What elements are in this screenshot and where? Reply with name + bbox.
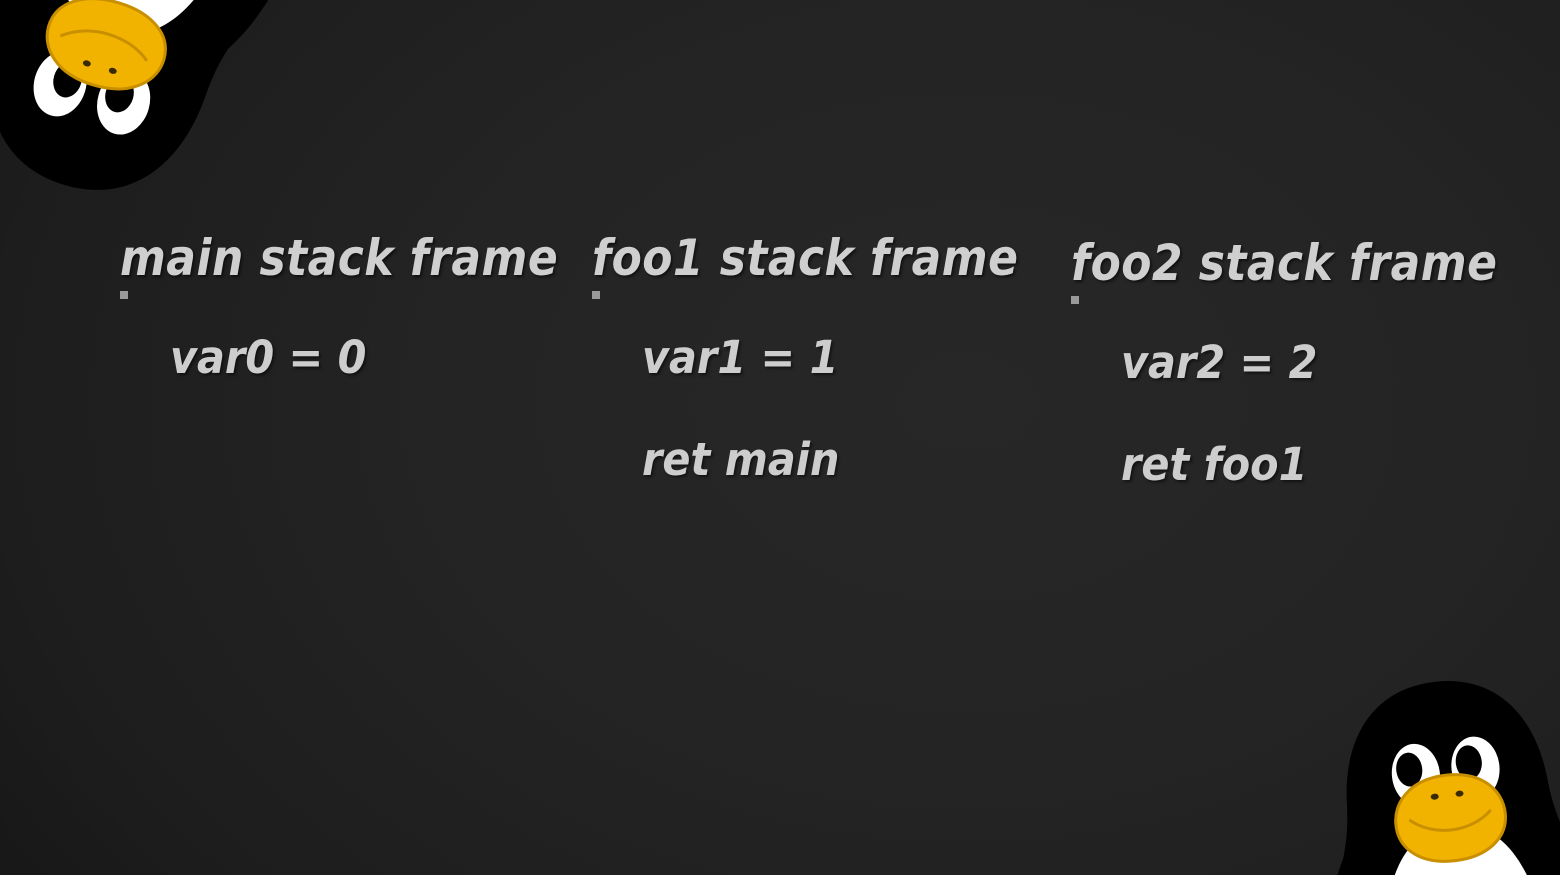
stack-frame-title-foo2: foo2 stack frame [1071,234,1498,292]
stack-frame-title-foo1: foo1 stack frame [592,229,1019,287]
stack-frame-entry: ret foo1 [1121,438,1308,491]
stack-frame-entry: ret main [642,433,840,486]
stack-frame-contents-foo1: var1 = 1 ret main [592,291,991,618]
stack-frame-entry: var2 = 2 [1121,336,1318,389]
stack-frame-contents-foo2: var2 = 2 ret foo1 [1071,296,1467,617]
stack-frame-box-foo1 [592,291,600,299]
stack-frame-foo1: foo1 stack frame var1 = 1 ret main [592,233,1018,618]
stack-frame-contents-main: var0 = 0 [120,291,522,618]
stack-frame-foo2: foo2 stack frame var2 = 2 ret foo1 [1071,238,1497,617]
stack-frame-entry: var0 = 0 [170,331,367,384]
stack-frame-main: main stack frame var0 = 0 [120,233,558,618]
stack-frame-title-main: main stack frame [120,229,559,287]
stack-frame-box-foo2 [1071,296,1079,304]
stack-frame-box-main [120,291,128,299]
stack-frame-entry: var1 = 1 [642,331,839,384]
